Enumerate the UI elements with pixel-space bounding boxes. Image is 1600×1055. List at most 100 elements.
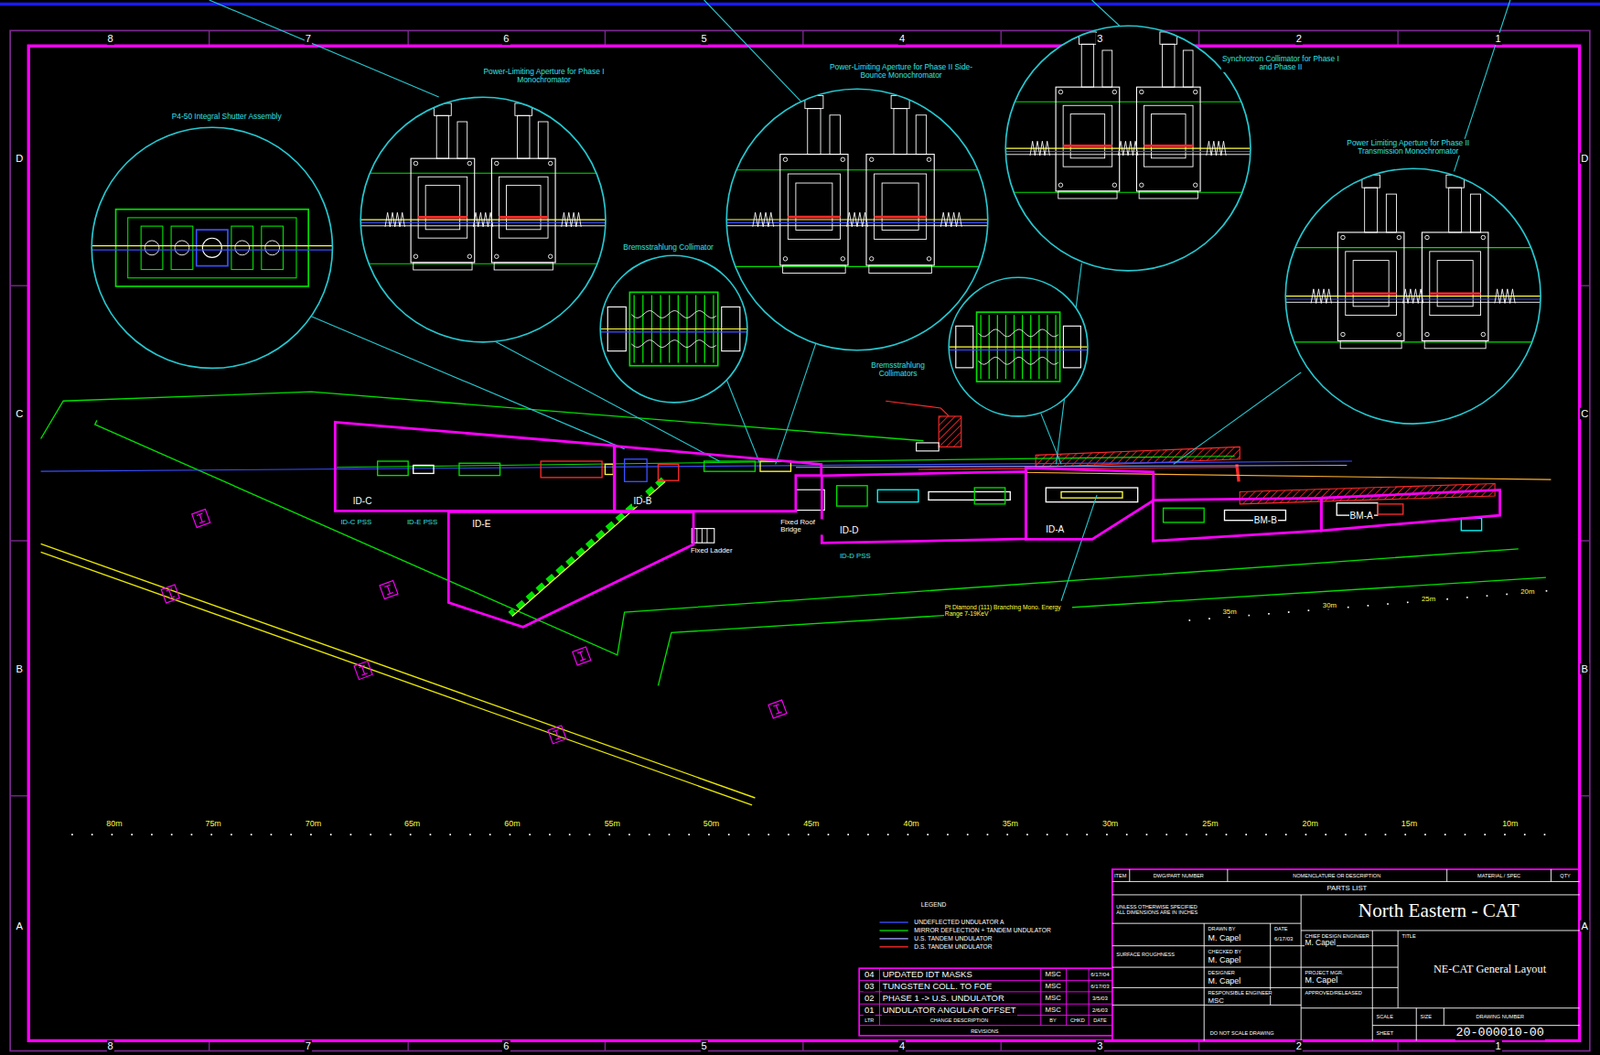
bolt (1425, 235, 1429, 239)
bm-beam (1020, 472, 1551, 480)
motor (807, 107, 821, 154)
node-shape (1318, 486, 1504, 534)
hutch-label: BM-A (1349, 511, 1375, 522)
table-rule (1128, 869, 1130, 881)
drawing-title: North Eastern - CAT (1357, 900, 1521, 922)
bolt (1481, 235, 1485, 239)
table-cell: MSC (1043, 994, 1062, 1003)
hutch-label: ID-B (632, 495, 653, 506)
motor (829, 115, 840, 155)
aperture-body (874, 173, 927, 239)
beam-line (1285, 295, 1541, 297)
bolt (926, 256, 931, 260)
table-rule (1443, 1008, 1445, 1026)
callout-title: P4-50 Integral Shutter Assembly (171, 113, 283, 122)
legend-text: U.S. TANDEM UNDULATOR (912, 935, 993, 943)
zone-letter: A (1580, 920, 1590, 932)
bolt (1425, 332, 1429, 336)
bellows (1403, 289, 1424, 304)
beam-line (91, 249, 333, 251)
beam-line (91, 245, 333, 247)
hutch-wall (1152, 497, 1321, 541)
table-header: BY (1048, 1017, 1057, 1023)
leader-line (1092, 0, 1123, 29)
callout-circle: Synchrotron Collimator for Phase I and P… (1003, 23, 1253, 273)
top-rule (0, 2, 1600, 6)
node-shape (724, 86, 990, 353)
table-rule (1300, 966, 1398, 968)
zone-letter: C (1579, 408, 1590, 419)
motor (1101, 50, 1112, 87)
hutch-outline: ID-B (611, 442, 825, 515)
column-marker-flange (166, 589, 172, 591)
table-cell: MSC (1043, 982, 1062, 991)
scale-mark: 50m (702, 819, 720, 829)
table-rule (1300, 929, 1580, 931)
hutch-outline: ID-A (1022, 464, 1157, 543)
beamline-component (657, 463, 678, 481)
absorber (787, 215, 840, 219)
motor (537, 121, 548, 159)
circle-ground (360, 96, 606, 343)
zone-number: 1 (1493, 32, 1502, 44)
legend-line-sample (880, 929, 909, 931)
beam-line (1285, 298, 1541, 300)
table-cell: 2/6/03 (1091, 1007, 1109, 1014)
zone-divider (802, 30, 804, 46)
table-cell: APPROVED/RELEASED (1304, 989, 1364, 996)
column-marker-web (556, 730, 559, 739)
hutch-outline: BM-A (1318, 486, 1504, 534)
zone-number: 4 (898, 1040, 906, 1052)
detail-drawing (91, 209, 333, 287)
table-cell: PHASE 1 -> U.S. UNDULATOR (881, 993, 1006, 1003)
scale-mark: 70m (304, 819, 323, 829)
bolt (547, 254, 552, 258)
detail-drawing (360, 103, 606, 270)
column-marker-web (199, 514, 203, 522)
bolt (547, 161, 552, 165)
bellows (940, 212, 962, 227)
beam-line (948, 346, 1088, 348)
beam-line (600, 331, 748, 333)
leader-line (704, 0, 812, 113)
absorber (1143, 144, 1193, 148)
callout-circle: P4-50 Integral Shutter Assembly (89, 125, 335, 371)
bolt (1341, 332, 1345, 336)
table-rule (1112, 893, 1580, 895)
callout-circle: Bremsstrahlung Collimator (598, 253, 750, 405)
table-cell: 01 (863, 1005, 876, 1015)
scale-mark: 25m (1201, 819, 1219, 829)
circle-ground (948, 277, 1088, 417)
leader-line (209, 0, 440, 97)
legend-line-sample (880, 945, 909, 947)
scale-mark: 15m (1400, 819, 1418, 829)
zone-number: 4 (898, 32, 906, 44)
table-rule (1300, 987, 1398, 988)
table-rule (1300, 1007, 1580, 1009)
zone-number: 2 (1295, 1040, 1303, 1052)
beamline-component (974, 487, 1005, 505)
scale-mark: 40m (902, 819, 920, 829)
scale-mark: 75m (204, 819, 222, 829)
table-cell: MSC (1207, 996, 1225, 1005)
part-note: Pt Diamond (111) Branching Mono. Energy … (944, 603, 1073, 618)
zone-number: 8 (106, 32, 114, 44)
hutch-outline: ID-E (445, 508, 697, 631)
shutter-frame (116, 209, 310, 287)
shutter-frame (128, 217, 297, 279)
leader-line (1173, 372, 1301, 464)
beam-line (948, 349, 1088, 351)
table-cell: CHIEF DESIGN ENGINEER (1304, 933, 1371, 939)
stage-frame (1422, 232, 1489, 342)
shutter-bolt (235, 240, 250, 256)
table-cell: M. Capel (1304, 976, 1340, 986)
bellows (1494, 289, 1515, 304)
node-shape (1283, 166, 1543, 426)
column-marker-flange (199, 521, 205, 524)
scale-mark: 20m (1301, 819, 1320, 829)
table-rule (859, 1024, 1113, 1026)
branch-components (510, 479, 664, 614)
table-cell: MSC (1043, 1006, 1062, 1015)
motor-cap (1078, 32, 1096, 44)
